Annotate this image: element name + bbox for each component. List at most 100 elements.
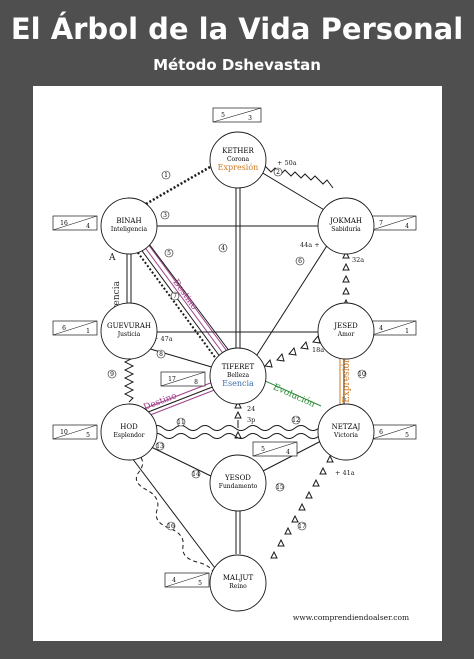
node-jokmah: JOKMAH Sabiduría [317, 197, 375, 255]
svg-text:17: 17 [168, 376, 176, 383]
svg-text:JOKMAH: JOKMAH [329, 217, 362, 225]
svg-text:5: 5 [167, 250, 171, 257]
path-number: 6 [295, 256, 305, 266]
path-hod-yesod [144, 443, 216, 479]
svg-text:6: 6 [62, 325, 66, 332]
svg-text:6: 6 [379, 429, 383, 436]
svg-text:Inteligencia: Inteligencia [111, 226, 148, 233]
path-binah-tiferet [136, 243, 222, 359]
svg-text:Corona: Corona [227, 156, 250, 163]
svg-text:Justicia: Justicia [117, 331, 141, 338]
svg-text:BINAH: BINAH [116, 217, 141, 225]
expresion-label: Expresión [341, 357, 352, 403]
path-number: 5 [164, 248, 174, 258]
tree-of-life-diagram: 1 2 3 4 5 6 7 8 9 10 11 12 13 14 15 16 1… [52, 107, 417, 622]
path-hod-netzaj [150, 425, 344, 431]
svg-text:5: 5 [261, 446, 265, 453]
path-netzaj-maljut [270, 454, 334, 559]
path-number: 17 [297, 521, 307, 531]
path-jokmah-jesed [342, 250, 350, 307]
node-guevurah: GUEVURAH Justicia [100, 302, 158, 360]
svg-text:11: 11 [177, 419, 185, 426]
svg-text:4: 4 [286, 449, 290, 456]
path-number: 7 [170, 291, 180, 301]
svg-text:10: 10 [358, 371, 366, 378]
annotations: + 50a 44a + 32a + 47a 18a + 41a 24 3p A [108, 159, 364, 477]
annotation: 24 [247, 405, 255, 413]
node-netzaj: NETZAJ Victoria [317, 403, 375, 461]
footer-url: www.comprendiendoalser.com [293, 613, 409, 622]
svg-text:3: 3 [248, 115, 252, 122]
herencia-label: Herencia [112, 280, 122, 323]
svg-text:5: 5 [221, 112, 225, 119]
path-tiferet-hod [140, 381, 214, 411]
svg-text:HOD: HOD [120, 423, 138, 431]
svg-text:4: 4 [379, 325, 383, 332]
svg-text:15: 15 [276, 484, 284, 491]
path-number: 14 [191, 469, 201, 479]
svg-text:Reino: Reino [229, 583, 247, 590]
path-number: 11 [176, 417, 186, 427]
svg-text:10: 10 [60, 429, 68, 436]
svg-text:4: 4 [221, 245, 225, 252]
node-hod: HOD Esplendor [100, 403, 158, 461]
svg-text:6: 6 [298, 258, 302, 265]
svg-text:Esencia: Esencia [222, 379, 254, 388]
node-jesed: JESED Amor [317, 302, 375, 360]
path-number: 15 [275, 482, 285, 492]
path-numbers: 1 2 3 4 5 6 7 8 9 10 11 12 13 14 15 16 1… [107, 167, 367, 531]
path-guevurah-hod [123, 353, 135, 403]
path-guevurah-tiferet [146, 347, 216, 369]
path-kether-jokmah [254, 164, 334, 189]
svg-text:Esplendor: Esplendor [114, 432, 145, 439]
svg-text:12: 12 [292, 417, 300, 424]
sephirot: KETHER Corona Expresión BINAH Inteligenc… [100, 131, 375, 612]
svg-text:7: 7 [173, 293, 177, 300]
svg-text:2: 2 [276, 169, 280, 176]
svg-text:5: 5 [198, 580, 202, 587]
svg-text:13: 13 [156, 443, 164, 450]
svg-text:14: 14 [192, 471, 200, 478]
svg-text:KETHER: KETHER [222, 147, 254, 155]
svg-text:JESED: JESED [333, 322, 358, 330]
svg-text:8: 8 [159, 351, 163, 358]
destino-label-2: Destino [142, 391, 178, 413]
path-number: 12 [291, 415, 301, 425]
node-maljut: MALJUT Reino [209, 554, 267, 612]
annotation: 44a + [300, 241, 320, 249]
svg-text:Sabiduría: Sabiduría [331, 226, 361, 233]
page-title: El Árbol de la Vida Personal [10, 12, 464, 46]
svg-text:Expresión: Expresión [218, 163, 259, 172]
path-number: 8 [156, 349, 166, 359]
path-number: 13 [155, 441, 165, 451]
page-subtitle: Método Dshevastan [153, 56, 321, 74]
path-number: 2 [273, 167, 283, 177]
svg-text:1: 1 [86, 328, 90, 335]
svg-text:TIFERET: TIFERET [222, 363, 255, 371]
svg-text:17: 17 [298, 523, 306, 530]
path-tiferet-netzaj [262, 379, 322, 407]
node-kether: KETHER Corona Expresión [209, 131, 267, 189]
svg-text:1: 1 [164, 172, 168, 179]
diagram-panel: 1 2 3 4 5 6 7 8 9 10 11 12 13 14 15 16 1… [33, 86, 442, 641]
svg-text:Victoria: Victoria [333, 432, 358, 439]
svg-text:Amor: Amor [337, 331, 355, 338]
svg-text:MALJUT: MALJUT [223, 574, 254, 582]
svg-text:YESOD: YESOD [224, 474, 251, 482]
svg-text:5: 5 [86, 432, 90, 439]
path-number: 3 [160, 210, 170, 220]
svg-text:NETZAJ: NETZAJ [332, 423, 361, 431]
evolucion-label: Evolución [271, 382, 317, 410]
svg-text:7: 7 [379, 220, 383, 227]
svg-text:16: 16 [167, 523, 175, 530]
annotation: 32a [352, 256, 364, 264]
annotation: + 47a [153, 335, 173, 343]
node-yesod: YESOD Fundamento [209, 454, 267, 512]
